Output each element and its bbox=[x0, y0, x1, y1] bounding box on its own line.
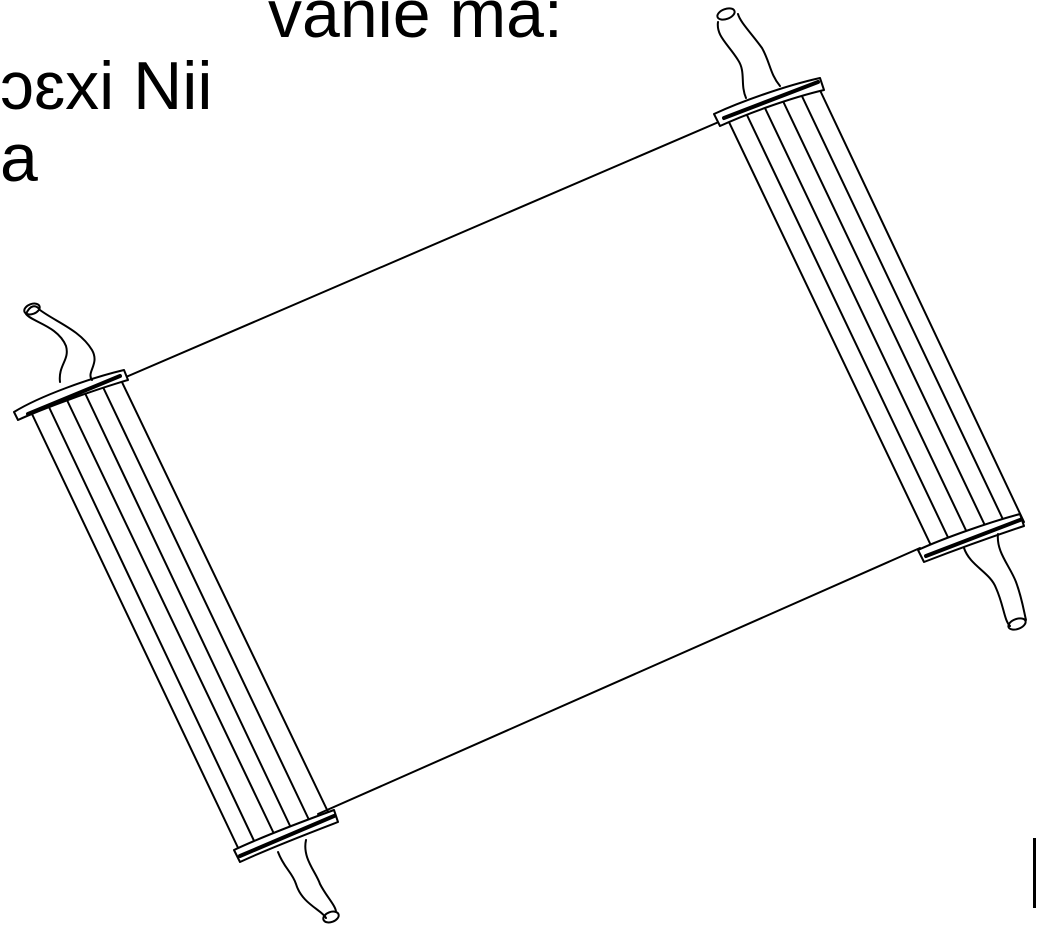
right-roller bbox=[713, 7, 1027, 631]
scroll-bottom-edge bbox=[317, 547, 921, 815]
slide-edge-mark bbox=[1033, 838, 1036, 908]
text-line-3: a bbox=[0, 120, 38, 196]
text-line-1: vanie ma: bbox=[268, 0, 563, 52]
scroll-top-edge bbox=[111, 117, 729, 384]
left-roller bbox=[13, 302, 340, 924]
text-line-2: ɔɛxi Nii bbox=[0, 48, 213, 124]
slide-text-fragment: vanie ma: ɔɛxi Nii a bbox=[0, 0, 563, 196]
